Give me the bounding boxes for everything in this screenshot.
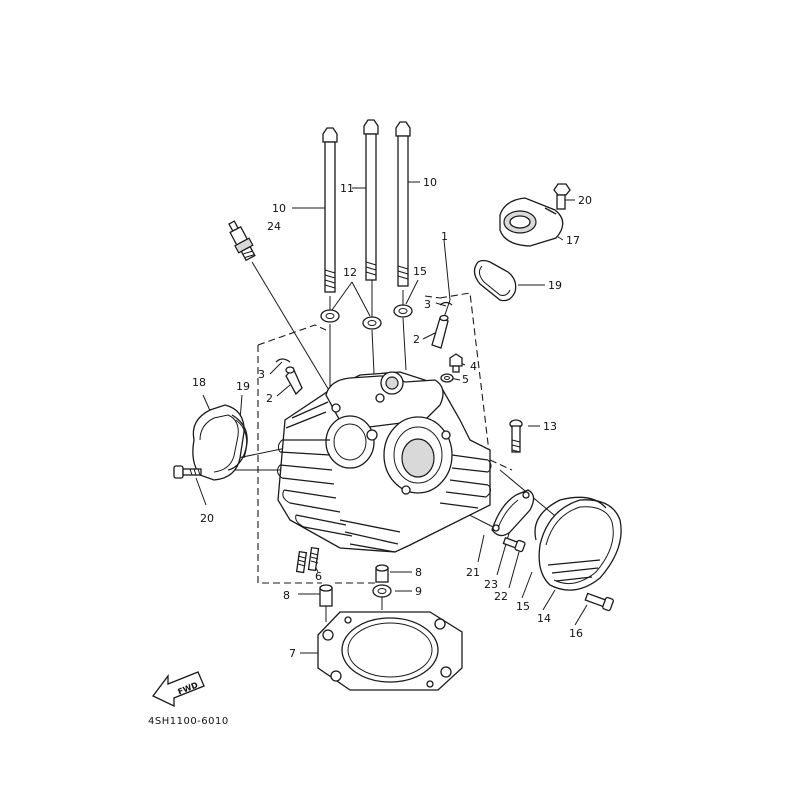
part-labels: 1 2 2 3 3 4 5 6 7 8 8 9 10 10 11 12 13 1… (192, 176, 592, 660)
intake-elbow (499, 197, 564, 247)
bolt-22 (502, 536, 526, 553)
label-part-16: 16 (569, 627, 583, 640)
label-part-14: 14 (537, 612, 551, 625)
label-part-12: 12 (343, 266, 357, 279)
label-part-5: 5 (462, 373, 469, 386)
label-part-13: 13 (543, 420, 557, 433)
bolt-13 (509, 419, 523, 453)
label-part-2-left: 2 (266, 392, 273, 405)
label-part-23: 23 (484, 578, 498, 591)
right-cover-bolt (584, 592, 614, 612)
right-tappet-cover (534, 496, 622, 591)
elbow-gasket-upper (473, 259, 517, 302)
label-part-10-left: 10 (272, 202, 286, 215)
lower-dowels (319, 564, 392, 607)
label-part-9: 9 (415, 585, 422, 598)
label-part-15-upper: 15 (413, 265, 427, 278)
label-part-3-left: 3 (258, 368, 265, 381)
label-part-8-left: 8 (283, 589, 290, 602)
drawing-code: 4SH1100-6010 (148, 716, 229, 727)
label-part-4: 4 (470, 360, 477, 373)
label-part-11: 11 (340, 182, 354, 195)
left-cover-bolt (173, 465, 202, 479)
label-part-17: 17 (566, 234, 580, 247)
label-part-18: 18 (192, 376, 206, 389)
label-part-1: 1 (441, 230, 448, 243)
label-part-7: 7 (289, 647, 296, 660)
exhaust-gasket-clip (491, 489, 535, 537)
label-part-20-lower: 20 (200, 512, 214, 525)
leader-lines (195, 181, 588, 654)
label-part-3-upper: 3 (424, 298, 431, 311)
label-part-22: 22 (494, 590, 508, 603)
label-part-20-upper: 20 (578, 194, 592, 207)
head-bolt-right (395, 121, 411, 287)
studs (295, 546, 320, 574)
label-part-15-lower: 15 (516, 600, 530, 613)
label-part-6: 6 (315, 570, 322, 583)
label-part-2-upper: 2 (413, 333, 420, 346)
small-parts (275, 301, 463, 396)
label-part-19-left: 19 (236, 380, 250, 393)
label-part-10-right: 10 (423, 176, 437, 189)
label-part-24: 24 (267, 220, 281, 233)
spark-plug (228, 220, 256, 262)
label-part-21: 21 (466, 566, 480, 579)
head-bolt-center (363, 119, 379, 281)
washers (320, 304, 413, 330)
head-gasket (317, 611, 463, 691)
cylinder-head (276, 371, 492, 553)
label-part-8-right: 8 (415, 566, 422, 579)
label-part-19-right: 19 (548, 279, 562, 292)
fwd-arrow-icon: FWD (152, 671, 205, 708)
elbow-bolt (553, 183, 571, 210)
head-bolt-left (322, 127, 338, 293)
assembly-boundary (257, 292, 513, 584)
